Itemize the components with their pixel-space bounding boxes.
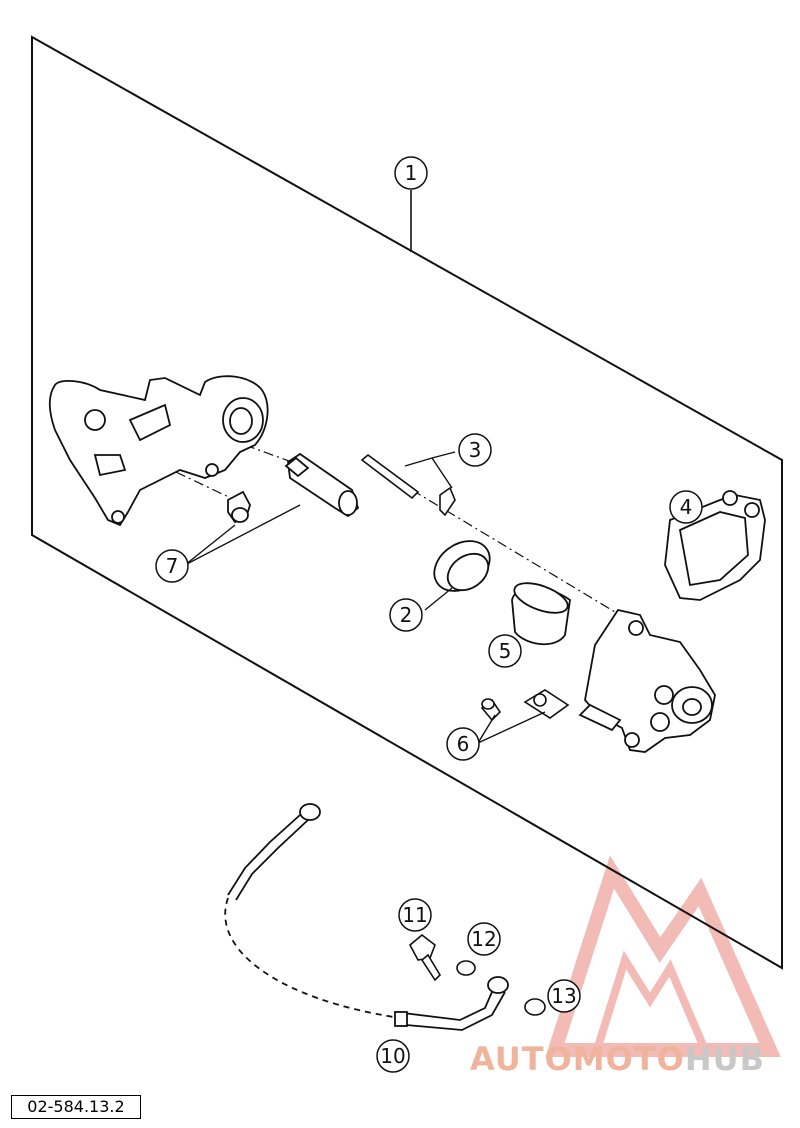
callout-13: 13 <box>547 979 581 1013</box>
kit-frame <box>31 35 783 970</box>
svg-text:12: 12 <box>471 927 496 951</box>
seal-ring-part-2 <box>433 540 491 592</box>
caliper-bracket <box>48 375 269 527</box>
watermark-logo <box>545 855 781 1057</box>
callout-12: 12 <box>467 922 501 956</box>
brake-hose-part-10 <box>224 803 509 1031</box>
watermark-text: AUTOMOTOHUB <box>470 1040 765 1080</box>
piston-part-5 <box>511 582 571 646</box>
callout-4: 4 <box>669 490 703 524</box>
caliper-housing <box>578 608 716 753</box>
washer-part-13 <box>524 998 546 1016</box>
banjo-bolt-part-11 <box>408 933 442 982</box>
callout-11: 11 <box>398 898 432 932</box>
svg-text:11: 11 <box>402 903 427 927</box>
watermark-text-part1: AUTOMOTO <box>470 1040 685 1078</box>
boot-part-7 <box>227 490 251 524</box>
callout-6: 6 <box>446 727 480 761</box>
svg-text:3: 3 <box>469 438 482 462</box>
svg-text:7: 7 <box>166 554 179 578</box>
svg-text:5: 5 <box>499 639 512 663</box>
washer-part-12 <box>456 960 476 976</box>
reference-code: 02-584.13.2 <box>11 1095 141 1119</box>
svg-text:1: 1 <box>405 161 418 185</box>
svg-text:2: 2 <box>400 603 413 627</box>
callout-5: 5 <box>488 634 522 668</box>
callout-7: 7 <box>155 549 189 583</box>
callout-10: 10 <box>376 1039 410 1073</box>
pin-clip-part-3 <box>360 453 456 517</box>
svg-text:4: 4 <box>680 495 693 519</box>
watermark-text-part2: HUB <box>684 1040 766 1078</box>
svg-text:13: 13 <box>551 984 576 1008</box>
callout-3: 3 <box>458 433 492 467</box>
svg-text:10: 10 <box>380 1044 405 1068</box>
callout-2: 2 <box>389 598 423 632</box>
svg-text:6: 6 <box>457 732 470 756</box>
callout-leaders <box>184 451 546 744</box>
callout-1: 1 <box>394 156 428 190</box>
bleeder-screws-part-6 <box>480 689 570 722</box>
guide-pin <box>284 452 360 518</box>
